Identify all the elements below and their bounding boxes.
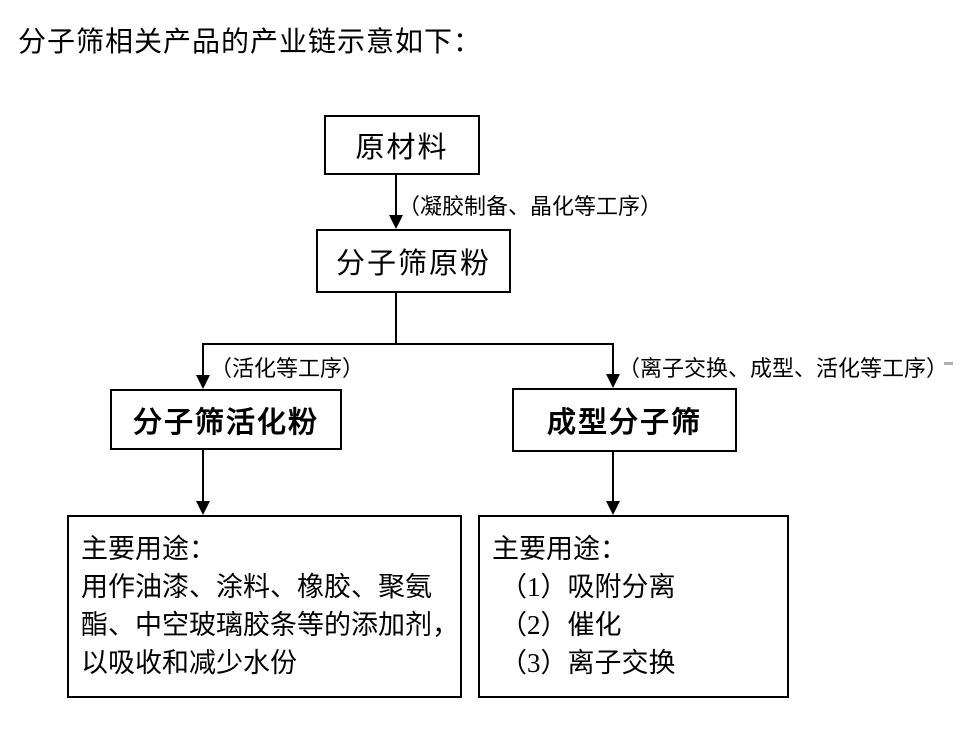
arrowhead-down-icon (196, 501, 210, 515)
arrowhead-down-icon (606, 501, 620, 515)
uses-list-item: （3）离子交换 (500, 648, 676, 678)
connector-formed-to-uses (612, 452, 614, 503)
connector-raw-to-powder (395, 175, 397, 217)
uses-line: 用作油漆、涂料、橡胶、聚氨 (81, 572, 432, 602)
uses-heading: 主要用途： (492, 534, 627, 564)
connector-left-branch (202, 343, 204, 377)
arrowhead-down-icon (389, 215, 403, 229)
edge-label-ion-exchange-forming: （离子交换、成型、活化等工序） (618, 356, 949, 381)
connector-right-branch (612, 343, 614, 376)
node-activated-powder: 分子筛活化粉 (110, 389, 342, 450)
uses-heading: 主要用途： (81, 534, 216, 564)
uses-line: 以吸收和减少水份 (81, 648, 297, 678)
edge-label-gel-crystallization: （凝胶制备、晶化等工序） (398, 194, 663, 219)
uses-list-item: （1）吸附分离 (500, 572, 676, 602)
uses-box-activated-powder: 主要用途： 用作油漆、涂料、橡胶、聚氨 酯、中空玻璃胶条等的添加剂， 以吸收和减… (67, 515, 462, 698)
node-activated-powder-label: 分子筛活化粉 (132, 406, 319, 439)
connector-branch-horizontal (202, 343, 614, 345)
node-raw-material: 原材料 (324, 115, 480, 175)
node-formed-sieve-label: 成型分子筛 (546, 407, 702, 439)
uses-line: 酯、中空玻璃胶条等的添加剂， (81, 610, 459, 640)
scan-artifact-dash (944, 362, 953, 365)
edge-label-activation: （活化等工序） (210, 356, 365, 381)
connector-powder-down (395, 293, 397, 345)
arrowhead-down-icon (196, 375, 210, 389)
connector-activated-to-uses (202, 450, 204, 503)
page-title: 分子筛相关产品的产业链示意如下： (18, 27, 483, 58)
uses-list-item: （2）催化 (500, 610, 622, 640)
node-raw-material-label: 原材料 (355, 132, 449, 164)
arrowhead-down-icon (606, 374, 620, 388)
node-raw-powder-label: 分子筛原粉 (335, 248, 491, 280)
node-raw-powder: 分子筛原粉 (316, 229, 511, 293)
uses-box-formed-sieve: 主要用途： （1）吸附分离 （2）催化 （3）离子交换 (478, 515, 789, 698)
node-formed-sieve: 成型分子筛 (512, 388, 737, 452)
